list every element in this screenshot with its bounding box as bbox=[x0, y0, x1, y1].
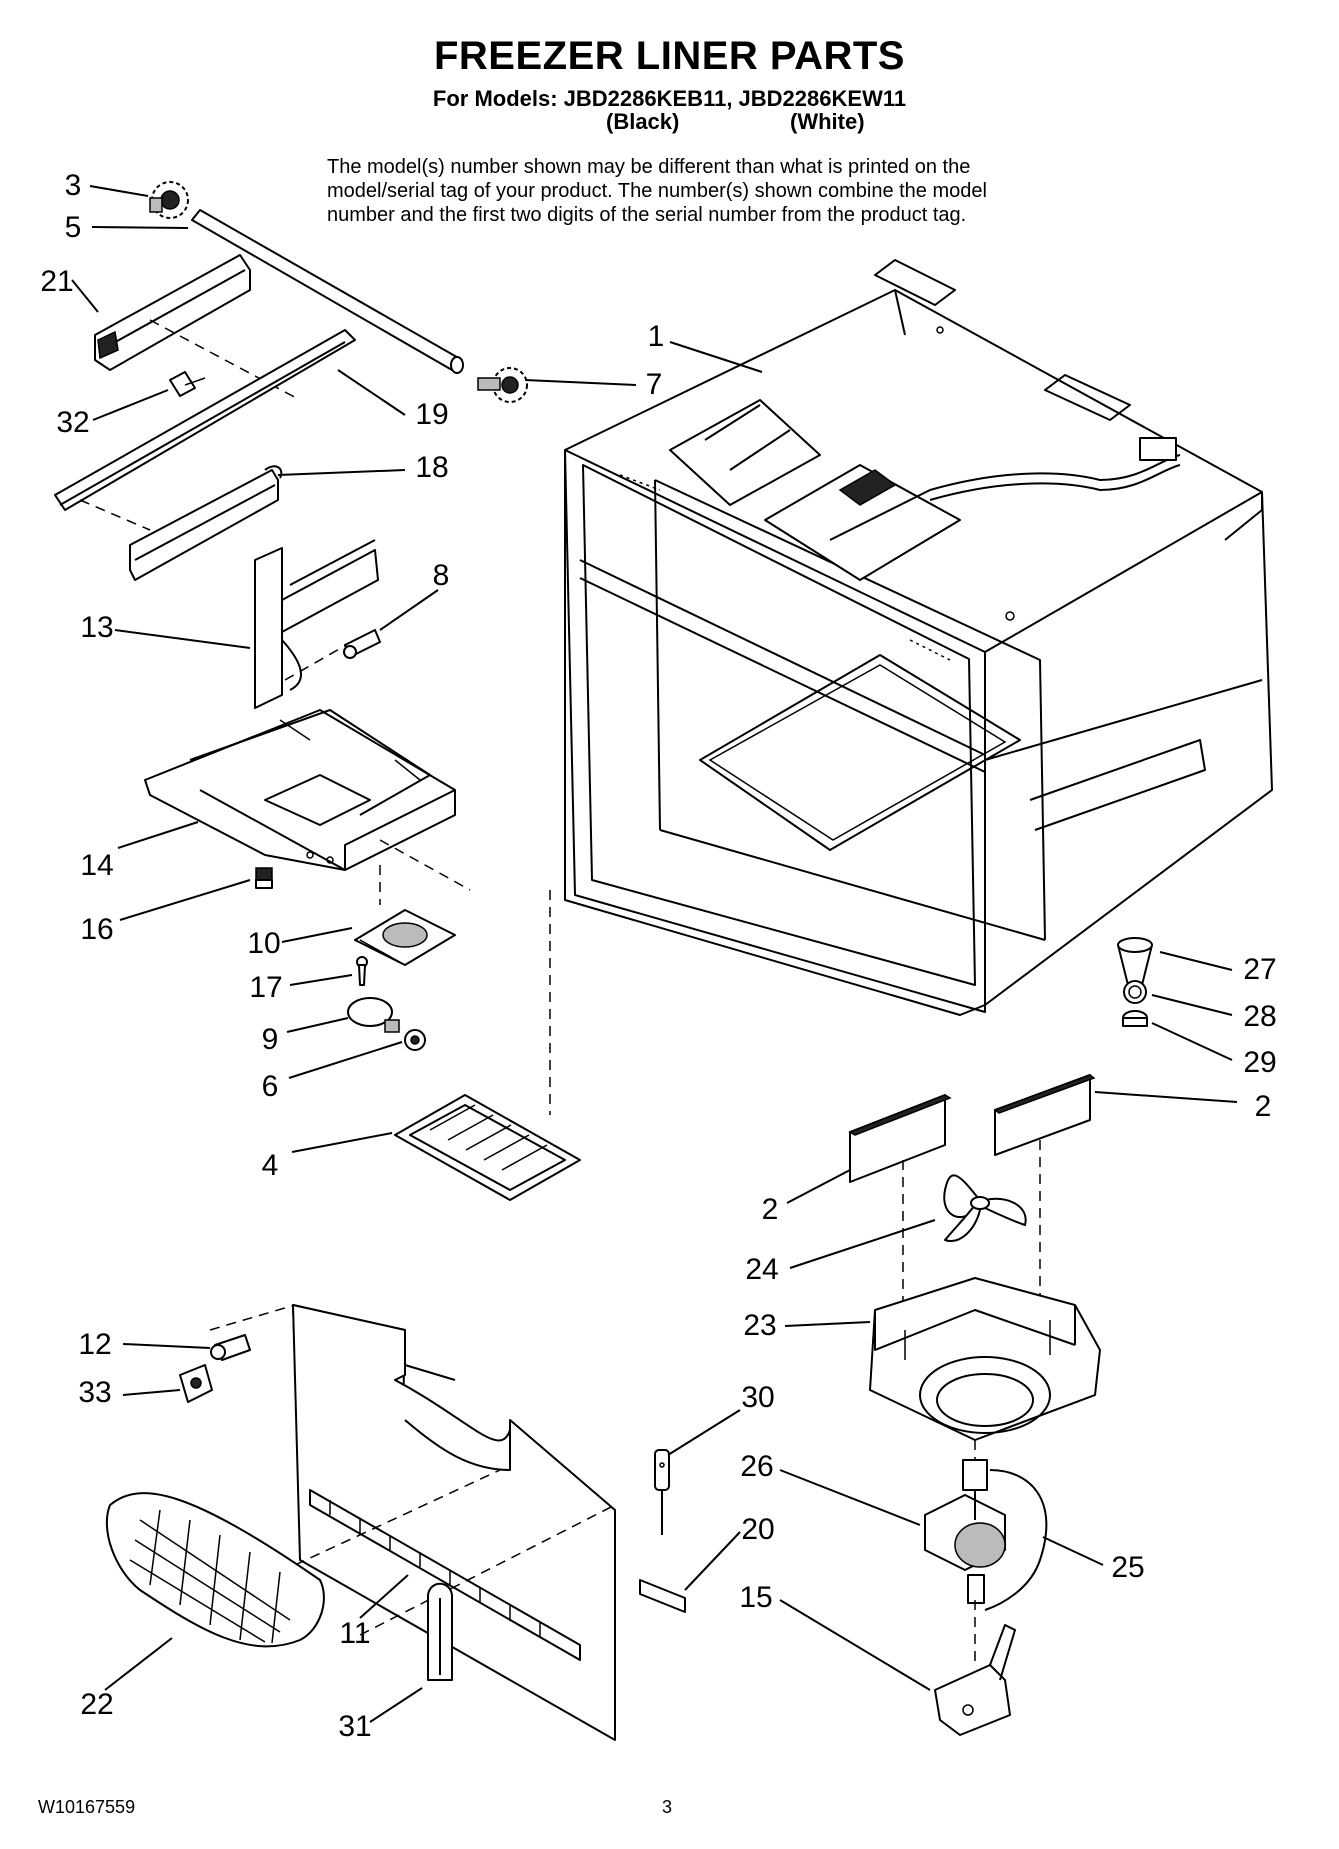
gear-part bbox=[149, 181, 189, 219]
callout-label: 26 bbox=[740, 1450, 774, 1483]
page-number: 3 bbox=[662, 1797, 673, 1817]
damper-assembly-parts bbox=[1117, 937, 1153, 1027]
models-line: For Models: JBD2286KEB11, JBD2286KEW11 bbox=[432, 86, 907, 111]
rail-part-18 bbox=[129, 465, 283, 581]
socket-part-6 bbox=[404, 1029, 426, 1051]
callout-label: 20 bbox=[741, 1513, 775, 1546]
variant-black-label: (Black) bbox=[606, 109, 680, 134]
callout-label: 25 bbox=[1111, 1551, 1145, 1584]
lamp-housing-part-10 bbox=[354, 909, 456, 966]
callout-label: 15 bbox=[739, 1581, 773, 1614]
callout-label: 8 bbox=[432, 559, 450, 592]
callout-label: 28 bbox=[1243, 1000, 1277, 1033]
wire-harness-part-25 bbox=[984, 1469, 1048, 1611]
foam-block-part-20 bbox=[639, 1579, 686, 1613]
lamp-cover-part-4 bbox=[379, 865, 581, 1201]
callout-label: 11 bbox=[339, 1617, 371, 1650]
callout-label: 1 bbox=[647, 320, 665, 353]
callout-label: 13 bbox=[80, 611, 114, 644]
callout-label: 5 bbox=[64, 211, 82, 244]
housing-part-14 bbox=[144, 709, 471, 891]
callout-label: 18 bbox=[415, 451, 449, 484]
callout-label: 19 bbox=[415, 398, 449, 431]
variant-white-label: (White) bbox=[790, 109, 865, 134]
callout-label: 33 bbox=[78, 1376, 112, 1409]
callout-label: 9 bbox=[261, 1023, 279, 1056]
thermistor-part-30 bbox=[654, 1449, 670, 1535]
motor-bracket-part-15 bbox=[934, 1600, 1016, 1736]
gear-part-7 bbox=[477, 367, 528, 403]
callout-label: 12 bbox=[78, 1328, 112, 1361]
callout-label: 31 bbox=[338, 1710, 372, 1743]
note-line: The model(s) number shown may be differe… bbox=[327, 156, 971, 178]
screw-part-32 bbox=[169, 371, 206, 397]
screw-part-17 bbox=[356, 956, 368, 986]
leader-lines bbox=[71, 185, 1238, 1723]
callout-label: 27 bbox=[1243, 953, 1277, 986]
callout-label: 22 bbox=[80, 1688, 114, 1721]
callout-label: 24 bbox=[745, 1253, 779, 1286]
grommet-part-33 bbox=[179, 1364, 213, 1403]
page-title: FREEZER LINER PARTS bbox=[433, 34, 905, 78]
note-line: model/serial tag of your product. The nu… bbox=[327, 180, 987, 202]
callout-label: 7 bbox=[645, 368, 663, 401]
note-line: number and the first two digits of the s… bbox=[327, 204, 967, 226]
callout-label: 4 bbox=[261, 1149, 279, 1182]
callout-label: 2 bbox=[761, 1193, 779, 1226]
switch-part-16 bbox=[255, 867, 273, 889]
callout-label: 6 bbox=[261, 1070, 279, 1103]
callout-label: 16 bbox=[80, 913, 114, 946]
rail-part-19 bbox=[54, 329, 356, 531]
callout-label: 30 bbox=[741, 1381, 775, 1414]
model-number-note: The model(s) number shown may be differe… bbox=[327, 155, 1127, 227]
duct-panel-part-13 bbox=[254, 539, 379, 709]
gasket-parts-2 bbox=[848, 1074, 1096, 1340]
fan-blade-part-24 bbox=[943, 1174, 1027, 1242]
callout-label: 2 bbox=[1254, 1090, 1272, 1123]
fan-motor-part-26 bbox=[924, 1459, 1006, 1604]
callout-label: 17 bbox=[249, 971, 283, 1004]
screw-part-12 bbox=[210, 1334, 251, 1361]
callout-label: 3 bbox=[64, 169, 82, 202]
callout-label: 10 bbox=[247, 927, 281, 960]
bulb-part-9 bbox=[347, 997, 400, 1033]
callout-label: 23 bbox=[743, 1309, 777, 1342]
rear-panel-part-11 bbox=[209, 1304, 616, 1741]
fan-shroud-part-23 bbox=[869, 1277, 1101, 1475]
screw-part-8 bbox=[343, 629, 381, 659]
grille-cover-part-22 bbox=[105, 1492, 325, 1648]
callout-label: 14 bbox=[80, 849, 114, 882]
document-number: W10167559 bbox=[38, 1797, 136, 1817]
callout-label: 21 bbox=[40, 265, 74, 298]
clip-part-31 bbox=[427, 1582, 453, 1681]
shaft-part bbox=[191, 209, 464, 374]
freezer-liner-part bbox=[564, 259, 1273, 1016]
callout-label: 29 bbox=[1243, 1046, 1277, 1079]
callout-label: 32 bbox=[56, 406, 90, 439]
